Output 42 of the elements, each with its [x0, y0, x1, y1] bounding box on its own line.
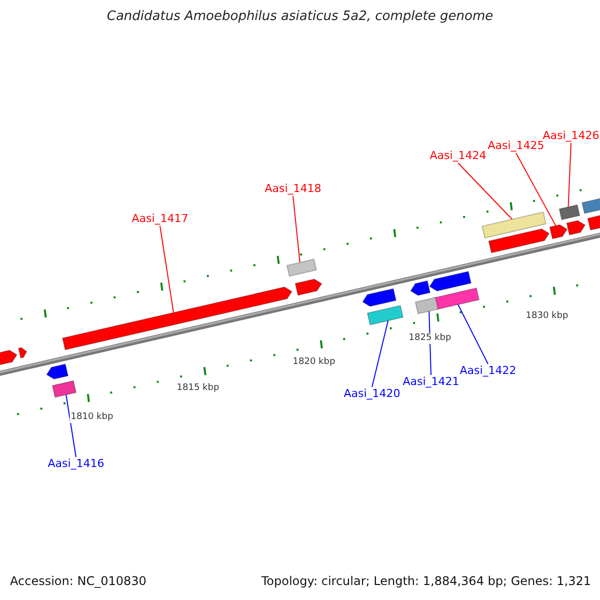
gene-feature — [410, 280, 431, 296]
gene-box — [558, 204, 580, 220]
gene-box — [482, 212, 546, 238]
leader-line — [66, 394, 76, 458]
leader-line — [292, 196, 300, 263]
leader-line — [458, 162, 513, 220]
gene-box — [581, 196, 600, 214]
leader-line — [568, 142, 572, 208]
scale-label: 1830 kbp — [524, 311, 570, 322]
genome-summary-text: Topology: circular; Length: 1,884,364 bp; Genes: 1,321 — [261, 574, 591, 589]
gene-box — [286, 258, 317, 277]
scale-label: 1810 kbp — [70, 412, 114, 423]
title: Candidatus Amoebophilus asiaticus 5a2, complete genome — [106, 9, 494, 25]
gene-feature — [587, 214, 600, 231]
gene-label: Aasi_1425 — [488, 139, 544, 153]
gene-label: Aasi_1426 — [542, 129, 600, 143]
accession-text: Accession: NC_010830 — [10, 574, 146, 589]
leader-line — [160, 226, 174, 314]
gene-feature — [46, 364, 69, 380]
gene-feature — [62, 286, 293, 350]
gene-feature — [549, 224, 568, 240]
gene-box — [414, 296, 439, 314]
gene-feature — [566, 220, 586, 236]
gene-feature — [18, 347, 28, 359]
gene-label: Aasi_1422 — [460, 364, 516, 378]
gene-label: Aasi_1417 — [132, 212, 188, 226]
scale-label: 1815 kbp — [176, 383, 220, 394]
gene-feature — [488, 228, 550, 254]
gene-label: Aasi_1416 — [48, 457, 104, 471]
leader-line — [458, 304, 488, 364]
gene-label: Aasi_1421 — [402, 375, 460, 389]
scale-label: 1820 kbp — [292, 357, 336, 368]
gene-feature — [294, 278, 322, 296]
gene-box — [434, 287, 480, 310]
gene-feature — [362, 288, 397, 307]
scale-label: 1825 kbp — [408, 333, 452, 344]
gene-label: Aasi_1418 — [264, 182, 322, 196]
leader-line — [516, 152, 556, 226]
gene-label: Aasi_1424 — [430, 149, 486, 163]
gene-box — [52, 380, 77, 398]
gene-box — [366, 304, 404, 326]
gene-label: Aasi_1420 — [344, 387, 400, 401]
